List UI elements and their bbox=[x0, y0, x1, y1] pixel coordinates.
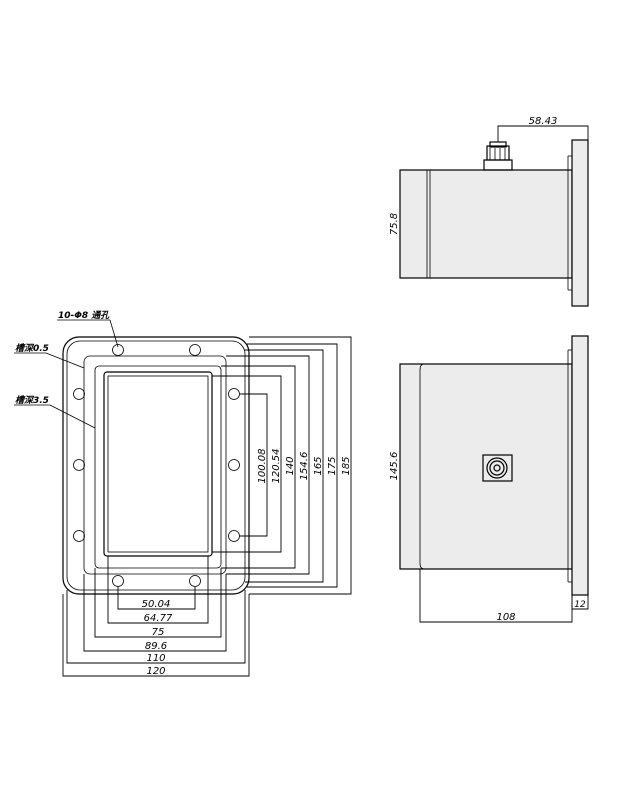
dim-12: 12 bbox=[574, 600, 586, 610]
connector-front bbox=[482, 454, 513, 482]
groove-outer bbox=[83, 355, 227, 575]
dim-64-77: 64.77 bbox=[144, 613, 173, 624]
bolt-hole bbox=[228, 388, 240, 400]
waveguide-aperture bbox=[103, 371, 213, 557]
bolt-hole bbox=[228, 459, 240, 471]
flange-front-view: 10-Φ8 通孔 槽深0.5 槽深3.5 100.08 120.54 14 bbox=[14, 310, 352, 677]
dim-110: 110 bbox=[146, 653, 165, 664]
horizontal-dimensions: 50.04 64.77 75 89.6 110 120 bbox=[62, 556, 250, 677]
dim-50-04: 50.04 bbox=[142, 599, 171, 610]
flange-side-top bbox=[571, 139, 589, 307]
dim-140: 140 bbox=[285, 456, 296, 475]
dim-75: 75 bbox=[152, 627, 165, 638]
groove-depth-label: 槽深0.5 bbox=[15, 343, 49, 354]
flange-chamfer-line bbox=[66, 340, 246, 591]
dim-165: 165 bbox=[313, 456, 324, 475]
bottom-side-view: 145.6 108 12 bbox=[389, 335, 589, 623]
flange-outline bbox=[62, 336, 250, 595]
bolt-hole bbox=[73, 388, 85, 400]
bolt-hole bbox=[73, 459, 85, 471]
bolt-hole bbox=[112, 344, 124, 356]
bolt-hole bbox=[73, 530, 85, 542]
hole-callout-label: 10-Φ8 通孔 bbox=[58, 310, 110, 321]
dim-120: 120 bbox=[146, 666, 165, 677]
dim-175: 175 bbox=[327, 456, 338, 475]
vertical-dimensions: 100.08 120.54 140 154.6 165 175 185 bbox=[212, 336, 352, 595]
dim-145-6: 145.6 bbox=[389, 452, 400, 481]
dim-75-8: 75.8 bbox=[389, 213, 400, 235]
dim-100-08: 100.08 bbox=[257, 449, 268, 484]
body-bottom bbox=[399, 363, 573, 570]
top-side-view: 58.43 75.8 bbox=[389, 116, 589, 307]
flange-side-bottom bbox=[571, 335, 589, 596]
dim-154-6: 154.6 bbox=[299, 452, 310, 481]
connector-base bbox=[483, 159, 513, 171]
dim-58-43: 58.43 bbox=[529, 116, 558, 127]
groove-depth-label-2: 槽深3.5 bbox=[15, 395, 49, 406]
waveguide-aperture-inner bbox=[107, 375, 209, 553]
bolt-hole bbox=[189, 575, 201, 587]
dim-120-54: 120.54 bbox=[271, 449, 282, 484]
bolt-hole bbox=[228, 530, 240, 542]
groove-inner bbox=[94, 365, 222, 569]
bolt-hole bbox=[189, 344, 201, 356]
dim-185: 185 bbox=[341, 456, 352, 475]
body-top bbox=[399, 169, 573, 279]
dim-89-6: 89.6 bbox=[145, 641, 167, 652]
dim-108: 108 bbox=[496, 612, 515, 623]
bolt-hole bbox=[112, 575, 124, 587]
